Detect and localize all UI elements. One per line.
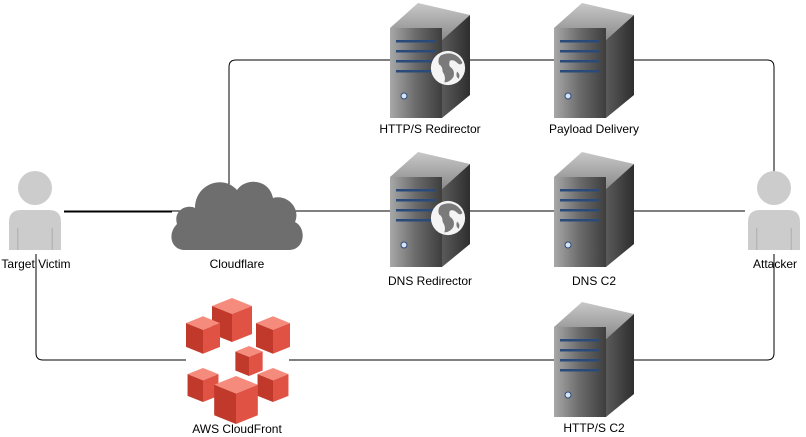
server-icon (554, 302, 634, 417)
node-https-c2: HTTP/S C2 (554, 302, 634, 435)
node-http-redirector: HTTP/S Redirector (379, 3, 481, 136)
user-icon (9, 171, 61, 250)
edge-payload-attacker (634, 59, 775, 176)
node-payload-delivery: Payload Delivery (549, 3, 639, 136)
cloudflare-label: Cloudflare (210, 257, 265, 271)
server-icon (554, 3, 634, 118)
globe-icon (430, 200, 466, 236)
user-icon (748, 171, 800, 250)
edge-victim-cloudfront (35, 254, 186, 361)
node-aws-cloudfront: AWS CloudFront (186, 298, 290, 436)
edge-https-c2-attacker (634, 254, 775, 361)
https-c2-label: HTTP/S C2 (563, 421, 625, 435)
node-attacker: Attacker (748, 171, 800, 271)
cloud-icon (171, 181, 303, 250)
globe-icon (430, 50, 466, 86)
attacker-label: Attacker (753, 257, 797, 271)
http-redirector-label: HTTP/S Redirector (379, 122, 480, 136)
target-victim-label: Target Victim (1, 257, 70, 271)
dns-c2-label: DNS C2 (572, 274, 616, 288)
connectors (35, 59, 775, 361)
node-dns-c2: DNS C2 (554, 152, 634, 288)
node-dns-redirector: DNS Redirector (388, 152, 472, 288)
server-icon (554, 152, 634, 267)
node-target-victim: Target Victim (1, 171, 71, 271)
aws-cloudfront-icon (186, 298, 290, 424)
node-cloudflare: Cloudflare (171, 181, 303, 271)
aws-cloudfront-label: AWS CloudFront (192, 422, 282, 436)
dns-redirector-label: DNS Redirector (388, 274, 472, 288)
payload-delivery-label: Payload Delivery (549, 122, 639, 136)
